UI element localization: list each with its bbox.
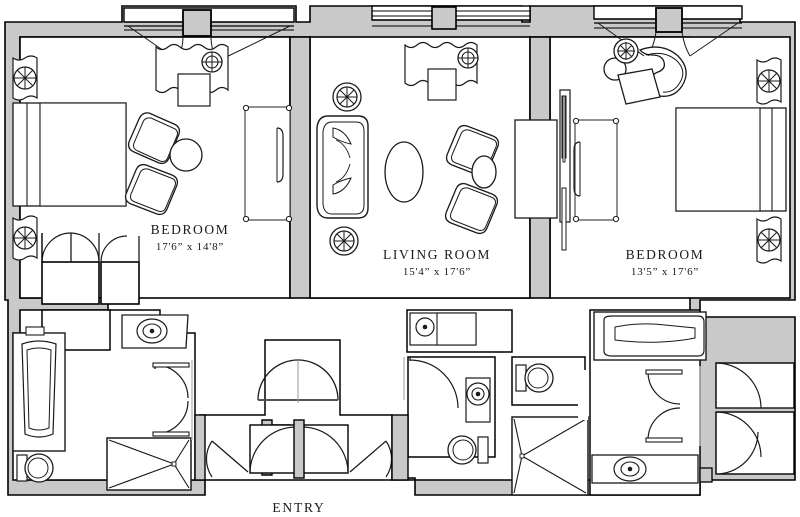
desk-chair-living-room — [427, 68, 457, 101]
nightstand-lower-bedroom-right — [756, 216, 782, 264]
media-console-living-room — [514, 119, 558, 219]
door-swing-bathroom-right-lower — [645, 407, 683, 443]
center-bath-toilet — [515, 363, 554, 393]
console-bench-bedroom-right — [572, 117, 620, 223]
room-label-bedroom-left-dims: 17'6” x 14'8” — [156, 241, 224, 253]
room-label-bedroom-right-dims: 13'5” x 17'6” — [631, 266, 699, 278]
pier-entry-left — [194, 414, 206, 481]
door-swing-arc — [715, 411, 762, 458]
toilet-left — [16, 453, 54, 483]
room-label-living-room-dims: 15'4” x 17'6” — [403, 266, 471, 278]
sofa-living-room — [316, 115, 369, 219]
window-mullion-living-room — [431, 6, 457, 30]
furniture-living-room — [316, 41, 571, 256]
nightstand-upper-bedroom-right — [756, 57, 782, 105]
double-pocket-door-living-bedroom — [559, 89, 571, 251]
door-swing-arc — [715, 431, 759, 475]
closet-pier — [699, 467, 713, 483]
wall-column-left-center — [289, 36, 311, 299]
window-mullion-bedroom-right — [655, 7, 683, 33]
bed-bedroom-left — [12, 102, 127, 207]
door-swing-bathroom-left-lower — [152, 400, 190, 437]
window-console-bedroom-left — [155, 43, 229, 107]
console-bench-bedroom-left — [242, 104, 293, 223]
desk-chair-bedroom-left — [177, 73, 211, 107]
bathtub-left — [12, 326, 66, 452]
entry-label: ENTRY — [272, 500, 325, 515]
room-labels: BEDROOM 17'6” x 14'8” LIVING ROOM 15'4” … — [151, 222, 705, 515]
armchair-lower-living-room — [444, 182, 499, 235]
door-swing-arc — [715, 362, 762, 409]
lamp-icon — [457, 47, 479, 69]
door-swing-arc — [409, 359, 459, 409]
small-oval-table-living-room — [471, 155, 497, 189]
vanity-sink-left — [121, 314, 189, 349]
nightstand-upper-bedroom-left — [12, 55, 38, 101]
sofa-cushion — [332, 177, 352, 195]
furniture-bedroom-left — [12, 43, 293, 305]
powder-vanity — [409, 312, 477, 346]
round-side-table-bedroom-left — [169, 138, 203, 172]
door-swing-arc — [100, 235, 128, 263]
ottoman-bedroom-right — [617, 68, 661, 105]
door-swing-bathroom-left-upper — [152, 362, 190, 399]
side-table-bedroom-right — [613, 38, 639, 64]
door-swing-bathroom-right-upper — [645, 369, 683, 405]
vanity-sink-right — [591, 454, 699, 484]
sofa-cushion — [332, 127, 352, 145]
window-bedroom-right — [593, 5, 743, 57]
center-bath-shower — [511, 416, 589, 496]
closet-right-upper — [715, 362, 795, 409]
closet-left-entry — [205, 419, 297, 478]
window-living-room — [371, 5, 531, 30]
closet-double-bedroom-left — [41, 232, 140, 305]
closet-right-lower — [715, 407, 795, 475]
room-label-bedroom-left-title: BEDROOM — [151, 222, 230, 237]
bathroom-right — [578, 309, 795, 496]
entry-double-door — [257, 359, 339, 403]
armchair-lower-bedroom-left — [124, 163, 179, 216]
entry-vestibule — [199, 339, 393, 481]
oval-coffee-table-living-room — [384, 141, 424, 203]
side-table-lower-living-room — [329, 226, 359, 256]
bathroom-left — [12, 309, 233, 491]
bed-bedroom-right — [675, 107, 787, 212]
entry-center-wall — [293, 419, 305, 479]
shower-left — [106, 437, 192, 491]
pier-entry-right — [391, 414, 409, 481]
window-console-living-room — [404, 41, 479, 101]
lamp-icon — [201, 51, 223, 73]
window-bedroom-left — [123, 7, 295, 63]
side-table-upper-living-room — [332, 82, 362, 112]
window-mullion-bedroom-left — [182, 9, 212, 37]
center-bath-fixtures-left — [409, 357, 491, 465]
furniture-bedroom-right — [572, 38, 787, 264]
room-label-bedroom-right-title: BEDROOM — [626, 247, 705, 262]
armchair-upper-bedroom-left — [127, 112, 181, 165]
room-label-living-room-title: LIVING ROOM — [383, 247, 491, 262]
nightstand-lower-bedroom-left — [12, 215, 38, 261]
bathtub-right — [593, 311, 707, 361]
